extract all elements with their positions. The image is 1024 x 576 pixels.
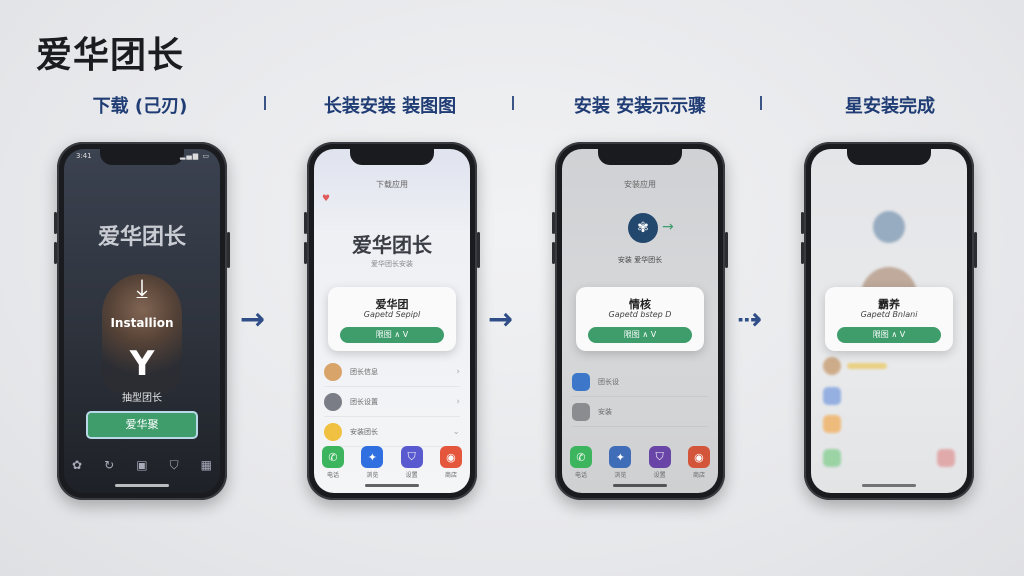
dock-item[interactable]: ⛉设置 [648, 446, 671, 479]
app-logo-icon: ✾ [628, 213, 658, 243]
chevron-right-icon: › [456, 366, 460, 377]
refresh-icon[interactable]: ↻ [104, 458, 115, 472]
grid-icon[interactable]: ▦ [200, 458, 212, 472]
dock: ✿ ↻ ▣ ⛉ ▦ [72, 458, 212, 473]
phone-install-steps: 安装应用 ✾ → 安装 爱华团长 情核 Gapetd bstep D 限图 ∧ … [552, 142, 728, 500]
gear-icon [572, 402, 590, 421]
app-name: 爱华团长 [97, 225, 186, 250]
settings-icon[interactable]: ✿ [72, 458, 83, 472]
shield-icon: ⛉ [648, 446, 671, 468]
install-complete-dialog: 霸养 Gapetd Bnlani 限图 ∧ V [825, 287, 953, 351]
dock: ✆电话 ✦浏览 ⛉设置 ◉商店 [322, 446, 462, 479]
screen-header: 安装应用 [624, 180, 656, 189]
caption: 安装 爱华团长 [617, 256, 663, 264]
chevron-down-icon: ⌄ [452, 426, 460, 437]
screen-header: 下载应用 [376, 180, 408, 189]
step-label-1: 下载 (己刃) [92, 96, 188, 117]
gear-icon [324, 392, 342, 411]
camera-icon[interactable]: ▣ [136, 458, 148, 472]
step-separator [760, 96, 762, 110]
avatar-icon [324, 362, 342, 381]
download-button[interactable]: 爱华聚 [86, 411, 198, 439]
dialog-title: 霸养 [878, 298, 900, 311]
dialog-confirm-button[interactable]: 限图 ∧ V [837, 327, 941, 343]
home-indicator [115, 484, 169, 487]
dialog-subtitle: Gapetd bstep D [608, 310, 672, 319]
dialog-confirm-button[interactable]: 限图 ∧ V [588, 327, 692, 343]
dialog-confirm-button[interactable]: 限图 ∧ V [340, 327, 444, 343]
step-separator [264, 96, 266, 110]
phone-screen: 3:41 ▂▄▆ ▭ 爱华团长 ⤓ Installion Y 抽型团长 爱华聚 … [64, 149, 220, 493]
arrow-right-icon: → [662, 219, 674, 235]
list-item[interactable]: 安装团长 ⌄ [324, 417, 460, 447]
list-item[interactable]: 团长设 [572, 367, 708, 397]
notch [100, 149, 184, 165]
list-item[interactable]: 团长设置 › [324, 387, 460, 417]
store-icon: ◉ [439, 446, 462, 468]
list-item[interactable]: 团长信息 › [324, 357, 460, 387]
notch [847, 149, 931, 165]
compass-icon: ✦ [361, 446, 384, 468]
star-icon [324, 422, 342, 441]
sub-text: 抽型团长 [122, 393, 162, 404]
step-label-2: 长装安装 装图图 [323, 96, 457, 117]
dialog-title: 爱华团 [375, 298, 409, 311]
phone-install-guide: 下载应用 ♥ 爱华团长 爱华团长安装 爱华团 Gapetd Sepipl 限图 … [304, 142, 480, 500]
arrow-right-icon: → [240, 302, 266, 337]
download-icon: ⤓ [136, 274, 148, 304]
dialog-subtitle: Gapetd Bnlani [860, 310, 918, 319]
app-name: 爱华团长 [352, 233, 432, 257]
phone-screen: 霸养 Gapetd Bnlani 限图 ∧ V [811, 149, 967, 493]
settings-list: 团长设 安装 [572, 367, 708, 427]
dock: ✆电话 ✦浏览 ⛉设置 ◉商店 [570, 446, 710, 479]
dock-item[interactable]: ✆电话 [322, 446, 344, 479]
phone-screen: 下载应用 ♥ 爱华团长 爱华团长安装 爱华团 Gapetd Sepipl 限图 … [314, 149, 470, 493]
dock-item[interactable]: ✦浏览 [361, 446, 384, 479]
phone-install-complete: 霸养 Gapetd Bnlani 限图 ∧ V [801, 142, 977, 500]
chevron-right-icon: › [456, 396, 460, 407]
phone-icon: ✆ [322, 446, 344, 468]
character-image [102, 274, 182, 394]
phone-icon: ✆ [570, 446, 592, 468]
logo-icon: Y [129, 344, 155, 384]
arrow-right-dashed-icon: ⇢ [737, 302, 763, 337]
step-label-4: 星安装完成 [845, 96, 935, 117]
store-icon: ◉ [687, 446, 710, 468]
phone-screen: 安装应用 ✾ → 安装 爱华团长 情核 Gapetd bstep D 限图 ∧ … [562, 149, 718, 493]
shield-icon: ⛉ [400, 446, 423, 468]
home-indicator [862, 484, 916, 487]
arrow-right-icon: → [488, 302, 514, 337]
install-dialog: 爱华团 Gapetd Sepipl 限图 ∧ V [328, 287, 456, 351]
install-text: Installion [110, 316, 174, 330]
install-dialog: 情核 Gapetd bstep D 限图 ∧ V [576, 287, 704, 351]
signal-battery-icon: ▂▄▆ ▭ [180, 152, 210, 160]
heart-icon: ♥ [322, 194, 331, 204]
settings-list: 团长信息 › 团长设置 › 安装团长 ⌄ [324, 357, 460, 447]
phone-download: 3:41 ▂▄▆ ▭ 爱华团长 ⤓ Installion Y 抽型团长 爱华聚 … [54, 142, 230, 500]
dock-item[interactable]: ◉商店 [687, 446, 710, 479]
dock-item[interactable]: ✆电话 [570, 446, 592, 479]
notch [598, 149, 682, 165]
dock-item[interactable]: ◉商店 [439, 446, 462, 479]
dialog-subtitle: Gapetd Sepipl [363, 310, 421, 319]
page-title: 爱华团长 [36, 35, 185, 76]
step-separator [512, 96, 514, 110]
shield-icon[interactable]: ⛉ [169, 458, 179, 472]
dock-item[interactable]: ⛉设置 [400, 446, 423, 479]
home-indicator [613, 484, 667, 487]
status-time: 3:41 [76, 152, 92, 160]
notch [350, 149, 434, 165]
list-item[interactable]: 安装 [572, 397, 708, 427]
app-icon [572, 372, 590, 391]
app-subtitle: 爱华团长安装 [371, 260, 413, 268]
dialog-title: 情核 [629, 298, 651, 311]
home-indicator [365, 484, 419, 487]
step-label-3: 安装 安装示示骤 [573, 96, 707, 117]
dock-item[interactable]: ✦浏览 [609, 446, 632, 479]
compass-icon: ✦ [609, 446, 632, 468]
